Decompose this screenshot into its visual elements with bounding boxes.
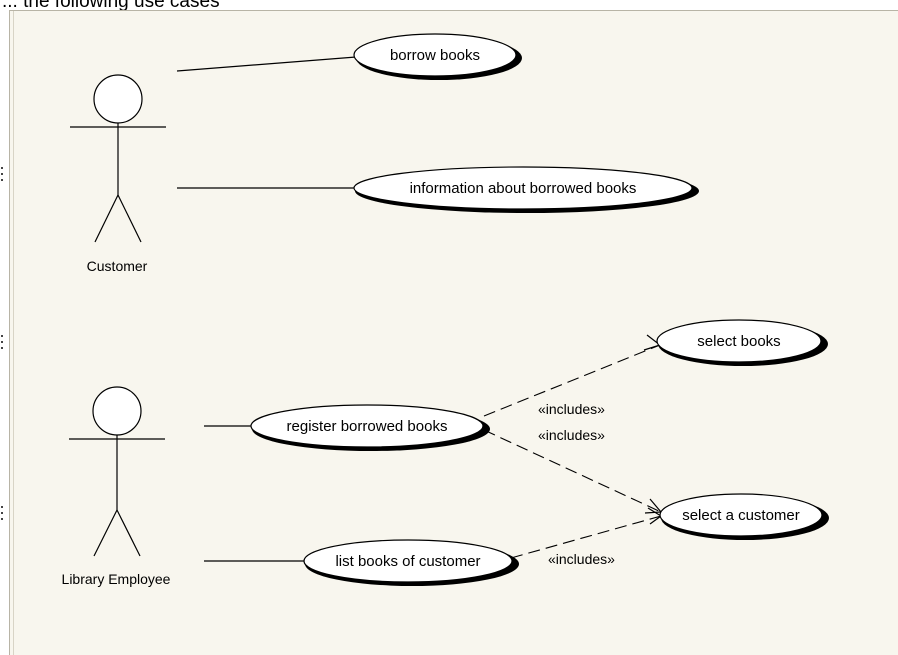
use-case-information-about-borrowed-books[interactable]: information about borrowed books (353, 166, 699, 213)
actor-library-employee[interactable]: Library Employee (62, 386, 171, 587)
use-case-register-borrowed-books[interactable]: register borrowed books (250, 404, 490, 451)
use-case-register-label: register borrowed books (287, 418, 448, 435)
includes-label-register-select-customer: «includes» (538, 427, 605, 443)
includes-label-register-select-books: «includes» (538, 401, 605, 417)
includes-label-list-select-customer: «includes» (548, 551, 615, 567)
use-case-select-a-customer[interactable]: select a customer (659, 493, 829, 540)
use-case-select-books[interactable]: select books (656, 319, 828, 366)
actor-customer[interactable]: Customer (70, 74, 166, 274)
use-case-information-label: information about borrowed books (410, 180, 637, 197)
header-text: ... the following use cases (2, 0, 220, 12)
use-case-list-books-of-customer[interactable]: list books of customer (303, 539, 519, 586)
actor-library-employee-head (92, 386, 142, 436)
actor-customer-head (93, 74, 143, 124)
actor-customer-label: Customer (87, 258, 148, 274)
assoc-customer-borrow-books[interactable] (176, 56, 357, 72)
use-case-borrow-books-label: borrow books (390, 47, 480, 64)
use-case-borrow-books[interactable]: borrow books (353, 33, 522, 80)
use-case-select-books-label: select books (697, 333, 780, 350)
use-case-list-books-label: list books of customer (335, 553, 480, 570)
use-case-select-customer-label: select a customer (682, 507, 800, 524)
ruler-grips (1, 167, 3, 520)
actor-library-employee-label: Library Employee (62, 571, 171, 587)
